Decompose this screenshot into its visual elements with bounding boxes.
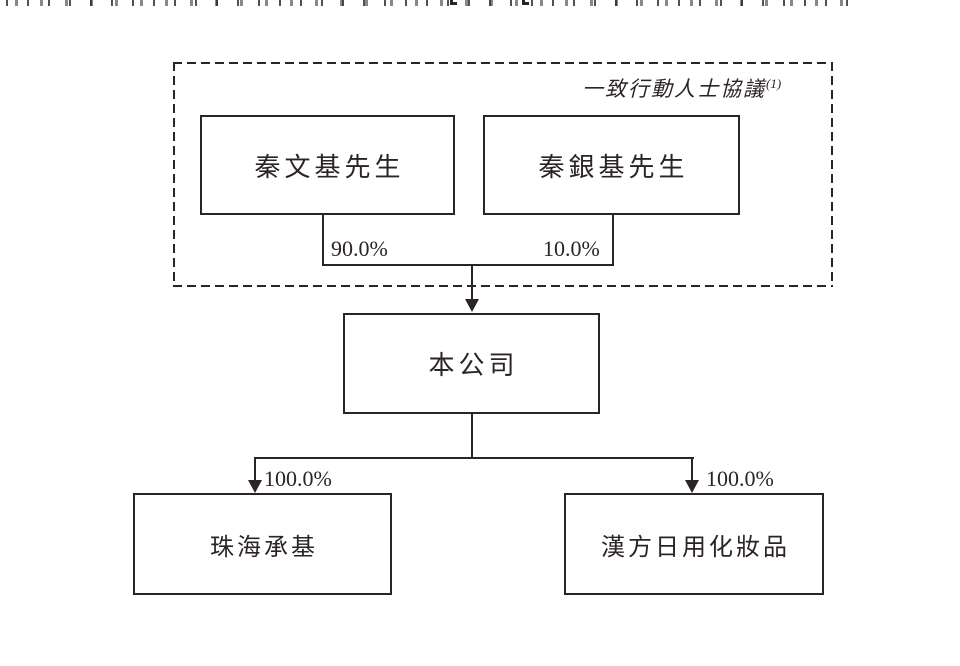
node-label: 本公司	[428, 351, 519, 380]
node-subsidiary-left: 珠海承基	[133, 493, 392, 595]
node-label: 漢方日用化妝品	[601, 534, 790, 561]
group-label-text: 一致行動人士協議	[582, 77, 766, 101]
clipped-text-line	[6, 0, 856, 6]
connector-shareholder-right-stem	[612, 215, 614, 266]
acting-in-concert-group-frame	[173, 62, 833, 287]
ownership-label-subsidiary-right: 100.0%	[706, 466, 774, 491]
node-shareholder-right: 秦銀基先生	[483, 115, 740, 215]
connector-company-down-stem	[471, 414, 473, 459]
connector-subsidiaries-horizontal	[254, 457, 694, 459]
bracket-glyph-remnant	[450, 0, 457, 5]
node-company: 本公司	[343, 313, 600, 414]
ownership-label-subsidiary-left: 100.0%	[264, 466, 332, 491]
dashed-border-right	[831, 62, 833, 287]
dashed-border-left	[173, 62, 175, 287]
ownership-label-left: 90.0%	[331, 236, 388, 261]
connector-subsidiary-right-stem	[691, 457, 693, 483]
acting-in-concert-agreement-label: 一致行動人士協議(1)	[582, 73, 781, 103]
node-label: 秦文基先生	[254, 152, 405, 182]
connector-shareholders-horizontal	[322, 264, 614, 266]
footnote-marker: (1)	[766, 76, 782, 91]
node-label: 秦銀基先生	[538, 152, 689, 182]
connector-to-company-stem	[471, 264, 473, 302]
node-subsidiary-right: 漢方日用化妝品	[564, 493, 824, 595]
connector-shareholder-left-stem	[322, 215, 324, 266]
arrowhead-into-company	[465, 299, 479, 312]
connector-subsidiary-left-stem	[254, 457, 256, 483]
ownership-label-right: 10.0%	[543, 236, 600, 261]
dashed-border-top	[173, 62, 833, 64]
dashed-border-bottom	[173, 285, 833, 287]
node-shareholder-left: 秦文基先生	[200, 115, 455, 215]
arrowhead-into-subsidiary-right	[685, 480, 699, 493]
bracket-glyph-remnant	[522, 0, 529, 5]
arrowhead-into-subsidiary-left	[248, 480, 262, 493]
node-label: 珠海承基	[210, 534, 318, 561]
